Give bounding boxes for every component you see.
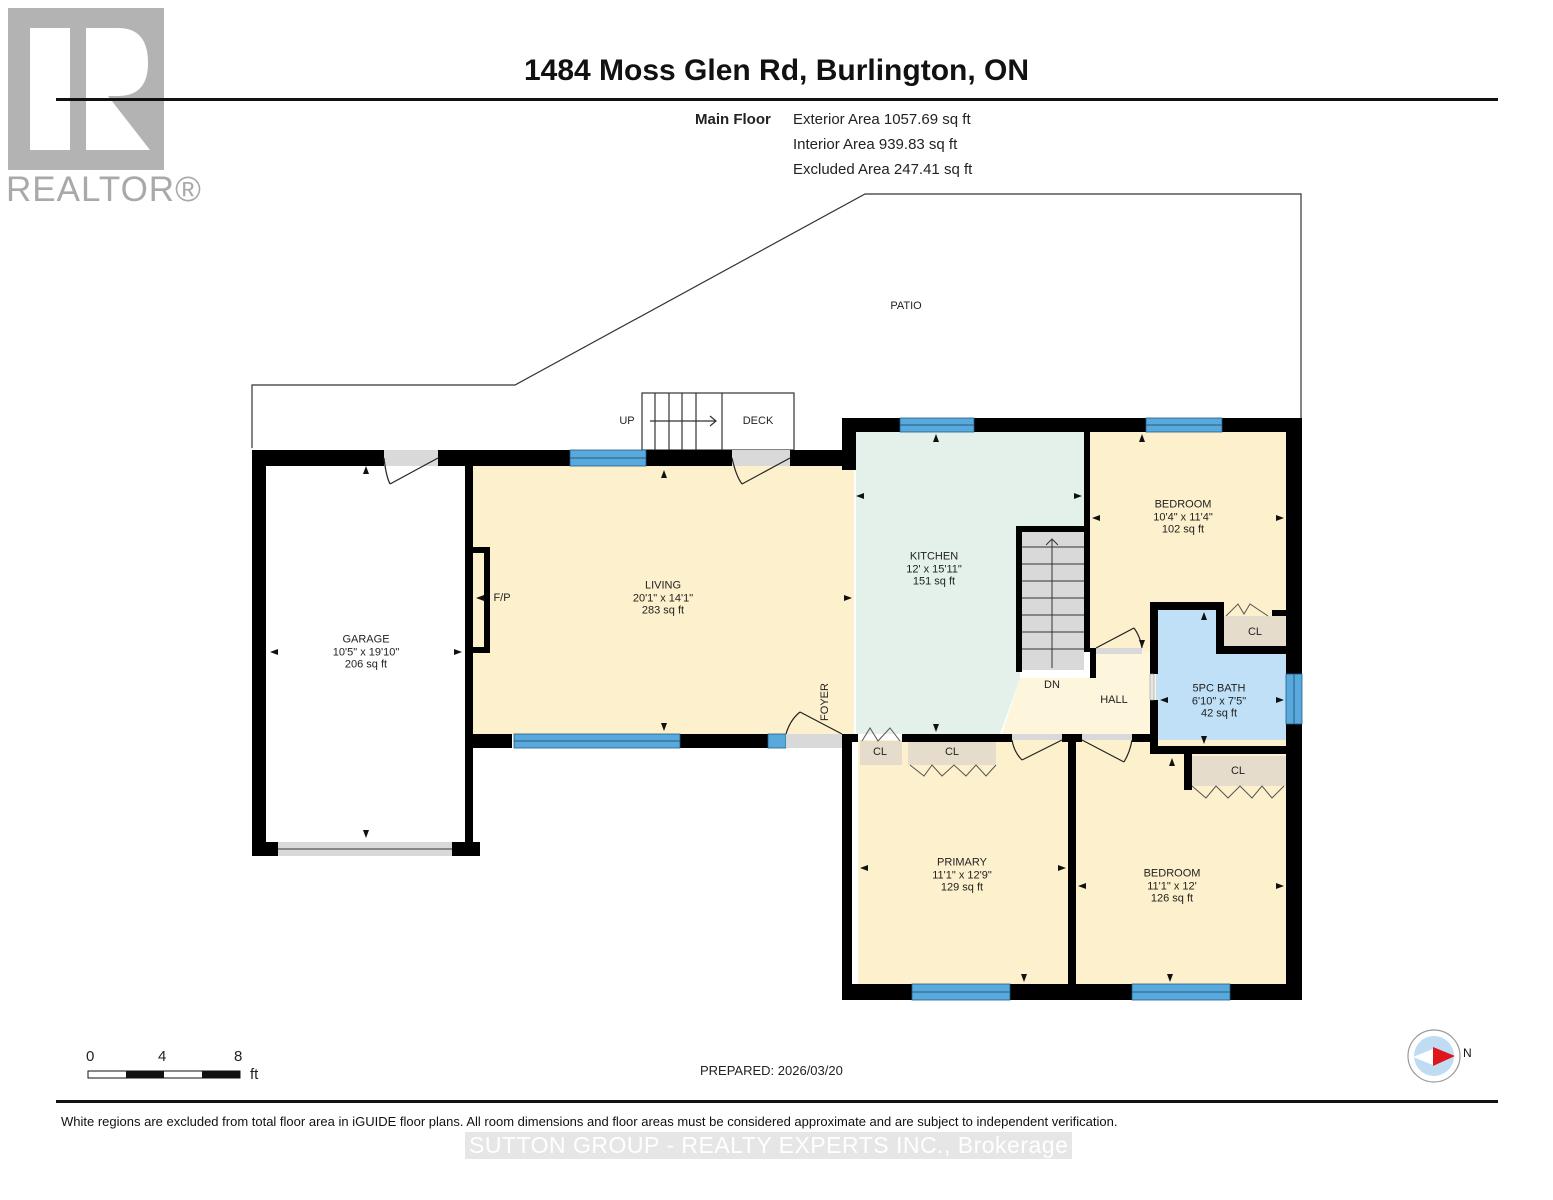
exterior-area: Exterior Area 1057.69 sq ft: [793, 111, 971, 128]
closet-label: CL: [872, 745, 888, 758]
scale-tick-4: 4: [158, 1048, 167, 1065]
foyer-label: FOYER: [818, 683, 831, 721]
room-area: 206 sq ft: [344, 658, 388, 671]
closet-label: CL: [1247, 625, 1263, 638]
bath-fill: [1156, 610, 1286, 746]
room-area: 129 sq ft: [940, 881, 984, 894]
room-primary: PRIMARY 11'1" x 12'9" 129 sq ft: [932, 856, 992, 894]
deck-label: DECK: [742, 414, 774, 427]
realtor-logo: [8, 8, 164, 170]
room-bedroom-north: BEDROOM 10'4" x 11'4" 102 sq ft: [1153, 498, 1213, 536]
room-name: BEDROOM: [1143, 867, 1201, 880]
room-dims: 11'1" x 12'9": [932, 868, 992, 881]
scale-bar: [87, 1070, 241, 1079]
room-dims: 10'4" x 11'4": [1153, 510, 1213, 523]
closet-label: CL: [944, 745, 960, 758]
patio-outline: [251, 193, 1302, 448]
scale-tick-0: 0: [86, 1048, 95, 1065]
room-dims: 20'1" x 14'1": [632, 591, 694, 604]
room-name: BEDROOM: [1154, 498, 1212, 511]
interior-area: Interior Area 939.83 sq ft: [793, 136, 958, 153]
room-area: 126 sq ft: [1150, 892, 1194, 905]
interior-stairs-icon: [1020, 538, 1084, 668]
room-name: LIVING: [644, 579, 682, 592]
room-area: 42 sq ft: [1200, 707, 1238, 720]
room-dims: 10'5" x 19'10": [332, 645, 400, 658]
room-kitchen: KITCHEN 12' x 15'11" 151 sq ft: [906, 550, 962, 588]
compass-north-label: N: [1463, 1046, 1472, 1060]
room-dims: 6'10" x 7'5": [1191, 694, 1247, 707]
closet-primary-1: [860, 741, 902, 765]
measurement-arrows: [270, 434, 1284, 982]
room-name: 5PC BATH: [1192, 682, 1246, 695]
excluded-area: Excluded Area 247.41 sq ft: [793, 161, 973, 178]
prepared-date: PREPARED: 2026/03/20: [700, 1063, 843, 1078]
room-area: 102 sq ft: [1161, 523, 1205, 536]
fireplace-label: F/P: [493, 591, 511, 604]
room-dims: 12' x 15'11": [906, 562, 962, 575]
property-address-title: 1484 Moss Glen Rd, Burlington, ON: [523, 54, 1030, 87]
room-bedroom-south: BEDROOM 11'1" x 12' 126 sq ft: [1144, 867, 1201, 905]
exterior-stairs-icon: [650, 393, 723, 450]
stairs-up-label: UP: [619, 414, 635, 427]
window-mullions: [514, 424, 1295, 993]
scale-unit: ft: [250, 1066, 259, 1083]
closet-doors: [861, 603, 1285, 799]
closet-primary-2: [908, 741, 996, 765]
disclaimer-text: White regions are excluded from total fl…: [61, 1114, 1118, 1129]
door-swings: [383, 457, 1143, 763]
floor-name: Main Floor: [695, 111, 771, 128]
room-garage: GARAGE 10'5" x 19'10" 206 sq ft: [333, 633, 399, 671]
room-5pc-bath: 5PC BATH 6'10" x 7'5" 42 sq ft: [1192, 682, 1246, 720]
realtor-r-icon: [30, 28, 150, 150]
header-divider: [56, 98, 1498, 101]
stairs-down-label: DN: [1044, 678, 1060, 691]
room-area: 151 sq ft: [912, 575, 956, 588]
room-name: GARAGE: [342, 633, 390, 646]
walls: [252, 418, 1302, 1000]
room-area: 283 sq ft: [641, 604, 685, 617]
closet-label: CL: [1230, 764, 1246, 777]
kitchen-fill: [856, 432, 1084, 734]
hall-fill: [1000, 652, 1156, 740]
closet-bath: [1224, 616, 1286, 646]
room-dims: 11'1" x 12': [1147, 879, 1197, 892]
closet-bedroom2: [1190, 756, 1286, 786]
realtor-wordmark: REALTOR®: [6, 170, 202, 209]
room-name: KITCHEN: [909, 550, 959, 563]
living-fill: [472, 465, 854, 735]
room-living: LIVING 20'1" x 14'1" 283 sq ft: [633, 579, 693, 617]
compass-icon: [1407, 1029, 1461, 1083]
brokerage-watermark: SUTTON GROUP - REALTY EXPERTS INC., Brok…: [465, 1132, 1073, 1159]
patio-label: PATIO: [890, 299, 922, 312]
room-name: PRIMARY: [937, 856, 987, 869]
scale-tick-8: 8: [234, 1048, 243, 1065]
hall-label: HALL: [1100, 693, 1128, 706]
primary-fill: [858, 740, 1070, 984]
